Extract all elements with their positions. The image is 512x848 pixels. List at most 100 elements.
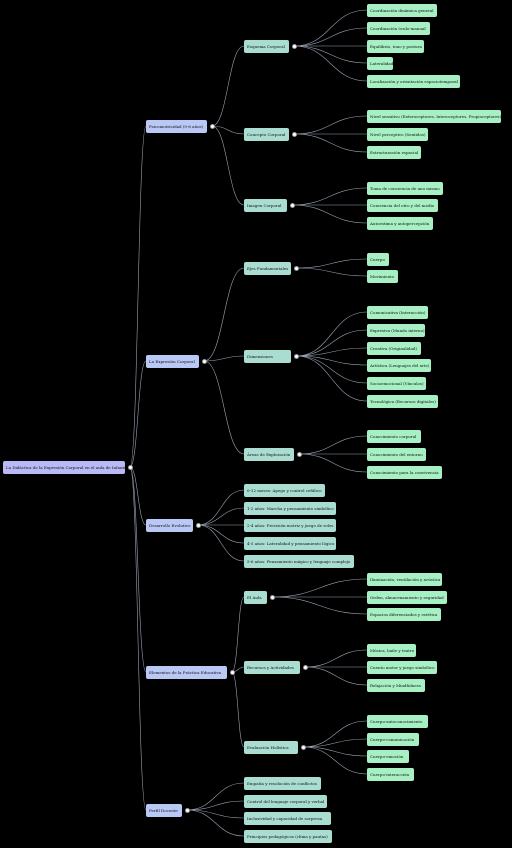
- node-esquema-corporal[interactable]: Esquema Corporal: [244, 39, 289, 53]
- node-conocimiento-del-entorno[interactable]: Conocimiento del entorno: [367, 447, 426, 461]
- node-elementos-de-la-practica-educativa[interactable]: Elementos de la Práctica Educativa: [146, 665, 227, 679]
- node-0-12-meses-apego-y-control-cefalico[interactable]: 0-12 meses: Apego y control cefálico: [244, 483, 325, 497]
- node-estructuracion-espacial[interactable]: Estructuración espacial: [367, 145, 421, 159]
- node-perfil-docente[interactable]: Perfil Docente: [146, 803, 182, 817]
- node-localizacion-y-orientacion-espaciotempor[interactable]: Localización y orientación espaciotempor…: [367, 74, 460, 88]
- node-toma-de-conciencia-de-uno-mismo[interactable]: Toma de conciencia de uno mismo: [367, 181, 443, 195]
- node-movimiento[interactable]: Movimiento: [367, 269, 398, 283]
- node-nivel-perceptivo-sentidos[interactable]: Nivel perceptivo (Sentidos): [367, 127, 428, 141]
- node-dimensiones[interactable]: Dimensiones: [244, 349, 291, 363]
- connector-coordinacion-dinamica-general: [293, 9, 368, 47]
- connector-1-2-anos-marcha-y-pensamiento-simbolico: [197, 507, 245, 526]
- connector-coordinacion-oculo-manual: [293, 27, 368, 47]
- node-expresiva-mundo-interno[interactable]: Expresiva (Mundo interno): [367, 323, 425, 337]
- collapse-toggle-evaluacion-holistica[interactable]: [300, 744, 306, 750]
- node-1-2-anos-marcha-y-pensamiento-simbolico[interactable]: 1-2 años: Marcha y pensamiento simbólico: [244, 501, 336, 515]
- connector-4-5-anos-lateralidad-y-pensamiento-logic: [197, 524, 245, 544]
- node-desarrollo-evolutivo[interactable]: Desarrollo Evolutivo: [146, 518, 193, 532]
- node-socioemocional-vinculos[interactable]: Socioemocional (Vínculos): [367, 376, 426, 390]
- node-equilibrio-tono-y-postura[interactable]: Equilibrio, tono y postura: [367, 39, 424, 53]
- node-artistica-lenguajes-del-arte[interactable]: Artística (Lenguajes del arte): [367, 358, 431, 372]
- node-control-del-lenguaje-corporal-y-verbal[interactable]: Control del lenguaje corporal y verbal: [244, 794, 327, 808]
- connector-imagen-corporal: [211, 125, 245, 206]
- root-node-la-didactica-de-la-expresion-corporal-en[interactable]: La Didáctica de la Expresión Corporal en…: [3, 460, 125, 474]
- node-conciencia-del-otro-y-del-medio[interactable]: Conciencia del otro y del medio: [367, 198, 438, 212]
- node-imagen-corporal[interactable]: Imagen Corporal: [244, 198, 287, 212]
- connector-espacios-diferenciados-y-estetica: [271, 596, 368, 615]
- node-areas-de-exploracion[interactable]: Áreas de Exploración: [244, 447, 294, 461]
- connector-cuerpo-autoconocimiento: [302, 720, 368, 748]
- node-conocimiento-corporal[interactable]: Conocimiento corporal: [367, 429, 421, 443]
- connector-nivel-sensitivo-exteroceptores-interocep: [293, 115, 368, 135]
- node-conocimiento-para-la-convivencia[interactable]: Conocimiento para la convivencia: [367, 465, 442, 479]
- collapse-toggle-psicomotricidad-0-6-anos[interactable]: [209, 123, 215, 129]
- collapse-toggle-areas-de-exploracion[interactable]: [296, 451, 302, 457]
- collapse-toggle-la-expresion-corporal[interactable]: [201, 358, 207, 364]
- collapse-toggle-concepto-corporal[interactable]: [291, 131, 297, 137]
- connector-cuerpo-interaccion: [302, 746, 368, 775]
- connector-localizacion-y-orientacion-espaciotempor: [293, 45, 368, 82]
- connector-areas-de-exploracion: [203, 360, 245, 455]
- node-comunicativa-interaccion[interactable]: Comunicativa (Interacción): [367, 305, 428, 319]
- node-cuerpo-comunicacion[interactable]: Cuerpo-comunicación: [367, 732, 419, 746]
- collapse-toggle-la-didactica-de-la-expresion-corporal-en[interactable]: [127, 464, 133, 470]
- node-coordinacion-dinamica-general[interactable]: Coordinación dinámica general: [367, 3, 437, 17]
- node-coordinacion-oculo-manual[interactable]: Coordinación óculo-manual: [367, 21, 430, 35]
- node-4-5-anos-lateralidad-y-pensamiento-logic[interactable]: 4-5 años: Lateralidad y pensamiento lógi…: [244, 536, 336, 550]
- connector-tecnologica-recursos-digitales: [295, 355, 368, 402]
- node-cuerpo[interactable]: Cuerpo: [367, 252, 389, 266]
- collapse-toggle-esquema-corporal[interactable]: [291, 43, 297, 49]
- node-nivel-sensitivo-exteroceptores-interocep[interactable]: Nivel sensitivo (Exteroceptores, Interoc…: [367, 109, 501, 123]
- node-inclusividad-y-capacidad-de-sorpresa[interactable]: Inclusividad y capacidad de sorpresa: [244, 811, 331, 825]
- node-evaluacion-holistica[interactable]: Evaluación Holística: [244, 740, 298, 754]
- node-cuerpo-interaccion[interactable]: Cuerpo-interacción: [367, 767, 414, 781]
- collapse-toggle-perfil-docente[interactable]: [184, 807, 190, 813]
- connector-5-6-anos-pensamiento-magico-y-lenguaje-c: [197, 524, 245, 562]
- connector-control-del-lenguaje-corporal-y-verbal: [186, 800, 245, 811]
- collapse-toggle-dimensiones[interactable]: [293, 353, 299, 359]
- collapse-toggle-desarrollo-evolutivo[interactable]: [195, 522, 201, 528]
- node-psicomotricidad-0-6-anos[interactable]: Psicomotricidad (0-6 años): [146, 119, 207, 133]
- connector-iluminacion-ventilacion-y-acustica: [271, 578, 368, 598]
- connector-musica-baile-y-teatro: [304, 649, 368, 668]
- connector-lateralidad: [293, 45, 368, 64]
- node-principios-pedagogicos-clima-y-pautas[interactable]: Principios pedagógicos (clima y pautas): [244, 829, 332, 843]
- collapse-toggle-elementos-de-la-practica-educativa[interactable]: [229, 669, 235, 675]
- node-tecnologica-recursos-digitales[interactable]: Tecnológica (Recursos digitales): [367, 394, 438, 408]
- node-orden-almacenamiento-y-seguridad[interactable]: Orden, almacenamiento y seguridad: [367, 590, 447, 604]
- node-la-expresion-corporal[interactable]: La Expresión Corporal: [146, 354, 199, 368]
- node-ejes-fundamentales[interactable]: Ejes Fundamentales: [244, 261, 291, 275]
- node-espacios-diferenciados-y-estetica[interactable]: Espacios diferenciados y estética: [367, 607, 441, 621]
- connector-psicomotricidad-0-6-anos: [129, 125, 147, 468]
- connector-creativa-originalidad: [295, 347, 368, 357]
- collapse-toggle-ejes-fundamentales[interactable]: [293, 265, 299, 271]
- connector-movimiento: [295, 267, 368, 277]
- node-concepto-corporal[interactable]: Concepto Corporal: [244, 127, 289, 141]
- node-recursos-y-actividades[interactable]: Recursos y Actividades: [244, 660, 300, 674]
- node-2-4-anos-precision-motriz-y-juego-de-rol[interactable]: 2-4 años: Precisión motriz y juego de ro…: [244, 518, 336, 532]
- node-el-aula[interactable]: El Aula: [244, 590, 267, 604]
- connector-conocimiento-para-la-convivencia: [298, 453, 368, 473]
- node-iluminacion-ventilacion-y-acustica[interactable]: Iluminación, ventilación y acústica: [367, 572, 442, 586]
- node-autoestima-y-autopercepcion[interactable]: Autoestima y autopercepción: [367, 216, 433, 230]
- node-relajacion-y-mindfulness[interactable]: Relajación y Mindfulness: [367, 678, 425, 692]
- node-5-6-anos-pensamiento-magico-y-lenguaje-c[interactable]: 5-6 años: Pensamiento mágico y lenguaje …: [244, 554, 354, 568]
- node-musica-baile-y-teatro[interactable]: Música, baile y teatro: [367, 643, 416, 657]
- collapse-toggle-imagen-corporal[interactable]: [289, 202, 295, 208]
- connector-perfil-docente: [129, 466, 147, 811]
- node-cuento-motor-y-juego-simbolico[interactable]: Cuento motor y juego simbólico: [367, 660, 437, 674]
- node-cuerpo-emocion[interactable]: Cuerpo-emoción: [367, 749, 409, 763]
- connector-dimensiones: [203, 355, 245, 362]
- collapse-toggle-el-aula[interactable]: [269, 594, 275, 600]
- connector-elementos-de-la-practica-educativa: [129, 466, 147, 673]
- collapse-toggle-recursos-y-actividades[interactable]: [302, 664, 308, 670]
- node-lateralidad[interactable]: Lateralidad: [367, 56, 393, 70]
- connector-conocimiento-corporal: [298, 435, 368, 455]
- connector-relajacion-y-mindfulness: [304, 666, 368, 686]
- node-creativa-originalidad[interactable]: Creativa (Originalidad): [367, 341, 421, 355]
- connector-artistica-lenguajes-del-arte: [295, 355, 368, 366]
- node-empatia-y-resolucion-de-conflictos[interactable]: Empatía y resolución de conflictos: [244, 776, 321, 790]
- node-cuerpo-autoconocimiento[interactable]: Cuerpo-autoconocimiento: [367, 714, 428, 728]
- connector-ejes-fundamentales: [203, 267, 245, 362]
